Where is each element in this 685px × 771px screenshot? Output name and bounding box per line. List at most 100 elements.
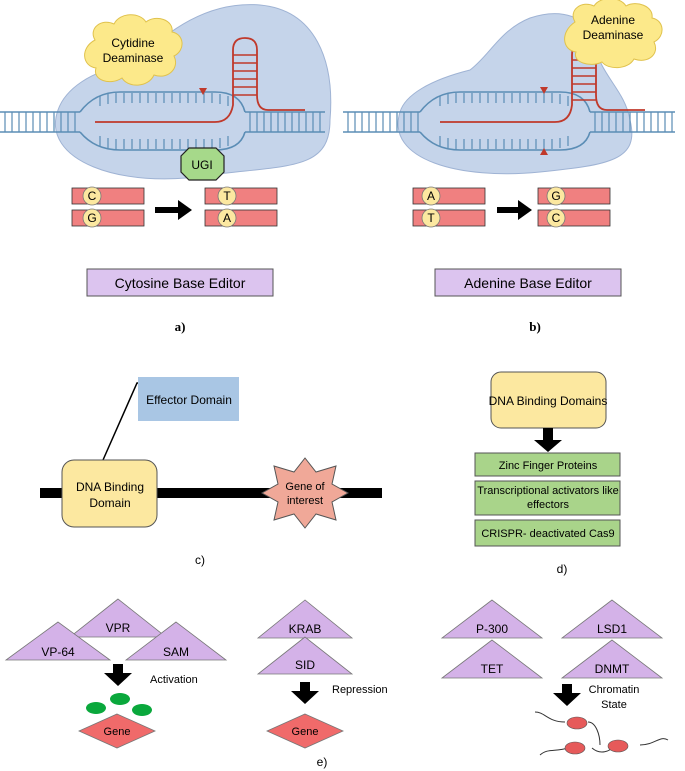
dna-bar-c — [40, 488, 382, 498]
base-label: A — [427, 189, 435, 203]
gene-line-1: Gene of — [285, 481, 325, 493]
caption-d: d) — [557, 562, 568, 576]
gene-of-interest-star — [260, 457, 350, 529]
dcas9-label: CRISPR- deactivated Cas9 — [481, 528, 614, 540]
base-circle — [546, 186, 566, 206]
base-circle — [82, 186, 102, 206]
base-circle — [421, 186, 441, 206]
lsd1-label: LSD1 — [597, 622, 627, 636]
repression-arrow — [291, 682, 319, 704]
caption-a: a) — [175, 319, 186, 334]
dna-ladder-a — [0, 91, 325, 151]
base-circle — [546, 208, 566, 228]
sid-label: SID — [295, 658, 315, 672]
activation-arrow — [104, 664, 132, 686]
caption-b: b) — [529, 319, 541, 334]
caption-e: e) — [317, 755, 328, 769]
cytosine-base-editor-title: Cytosine Base Editor — [115, 275, 246, 291]
activator-dot — [86, 702, 106, 714]
sam-triangle — [124, 621, 228, 661]
base-circle — [217, 208, 237, 228]
gene-line-2: interest — [287, 495, 323, 507]
zinc-finger-label: Zinc Finger Proteins — [499, 460, 598, 472]
lsd1-triangle — [560, 599, 664, 639]
effector-domain-box — [138, 377, 239, 421]
panel-d: DNA Binding Domains Zinc Finger Proteins… — [474, 371, 621, 576]
adenine-base-editor-box — [434, 268, 622, 297]
conversion-arrow-b — [497, 200, 532, 220]
adenine-base-editor-title: Adenine Base Editor — [464, 275, 592, 291]
cloud-line-2: Deaminase — [103, 51, 164, 65]
vp64-triangle — [4, 621, 112, 661]
cytidine-deaminase-cloud — [84, 14, 183, 86]
dna-binding-domains-label: DNA Binding Domains — [489, 394, 608, 408]
cloud-line-1: Adenine — [591, 13, 635, 27]
gene-diamond-repression — [266, 713, 344, 749]
cloud-line-1: Cytidine — [111, 36, 155, 50]
panel-b: Adenine Deaminase A T G C Adenine Base E… — [343, 0, 675, 334]
effector-domain-label: Effector Domain — [146, 393, 232, 407]
caption-c: c) — [195, 553, 205, 567]
repression-label: Repression — [332, 684, 388, 696]
vpr-label: VPR — [106, 621, 131, 635]
dnmt-label: DNMT — [595, 662, 630, 676]
gene-label-activation: Gene — [104, 726, 131, 738]
base-label: G — [551, 189, 560, 203]
chromatin-label-line-1: Chromatin — [589, 684, 640, 696]
gene-diamond-activation — [78, 713, 156, 749]
tet-label: TET — [481, 662, 504, 676]
base-circle — [82, 208, 102, 228]
activator-dot — [110, 693, 130, 705]
adenine-deaminase-cloud — [564, 0, 663, 69]
base-circle — [421, 208, 441, 228]
chromatin-arrow — [553, 684, 581, 706]
sam-label: SAM — [163, 645, 189, 659]
nick-marker-b-bottom — [540, 148, 548, 155]
cloud-line-2: Deaminase — [583, 28, 644, 42]
base-label: A — [223, 211, 231, 225]
strand-after-top-a — [204, 187, 278, 205]
zinc-finger-box — [474, 452, 621, 477]
vpr-triangle — [68, 598, 168, 638]
base-label: G — [87, 211, 96, 225]
panel-a: Cytidine Deaminase UGI C G T A Cytosine … — [0, 4, 332, 334]
vp64-label: VP-64 — [41, 645, 75, 659]
p300-label: P-300 — [476, 622, 508, 636]
dnmt-triangle — [560, 639, 664, 679]
base-label: T — [223, 189, 231, 203]
nucleosome — [566, 716, 588, 730]
dna-rungs-b — [347, 93, 673, 149]
tale-label-line-1: Transcriptional activators like — [477, 485, 618, 497]
dna-binding-line-2: Domain — [89, 496, 130, 510]
nick-marker-a — [199, 88, 207, 95]
tale-label-line-2: effectors — [527, 499, 569, 511]
gene-label-repression: Gene — [292, 726, 319, 738]
dna-ladder-b — [343, 91, 675, 151]
sid-triangle — [256, 636, 354, 675]
guide-rna-a — [95, 37, 305, 123]
base-circle — [217, 186, 237, 206]
nucleosome — [564, 741, 586, 755]
dna-rungs-a — [4, 93, 321, 149]
tet-triangle — [440, 639, 544, 679]
tale-box — [474, 480, 621, 516]
ugi-label: UGI — [191, 158, 212, 172]
cas9-protein-b — [397, 13, 633, 175]
nucleosome — [607, 739, 629, 753]
ugi-octagon — [180, 147, 225, 181]
activator-dot — [132, 704, 152, 716]
chromatin-label-line-2: State — [601, 699, 627, 711]
panel-c: Effector Domain DNA Binding Domain Gene … — [40, 377, 382, 567]
dna-binding-domain-box — [61, 459, 158, 528]
panel-e: VPR VP-64 SAM Activation Gene KRAB SID R… — [4, 598, 669, 769]
cytosine-base-editor-box — [86, 268, 274, 297]
down-arrow-d — [534, 428, 562, 452]
chromatin-fiber — [534, 711, 669, 756]
strand-after-bottom-a — [204, 209, 278, 227]
activation-label: Activation — [150, 674, 198, 686]
base-label: C — [552, 211, 561, 225]
nick-marker-b-top — [540, 87, 548, 94]
krab-label: KRAB — [289, 622, 322, 636]
dcas9-box — [474, 519, 621, 547]
